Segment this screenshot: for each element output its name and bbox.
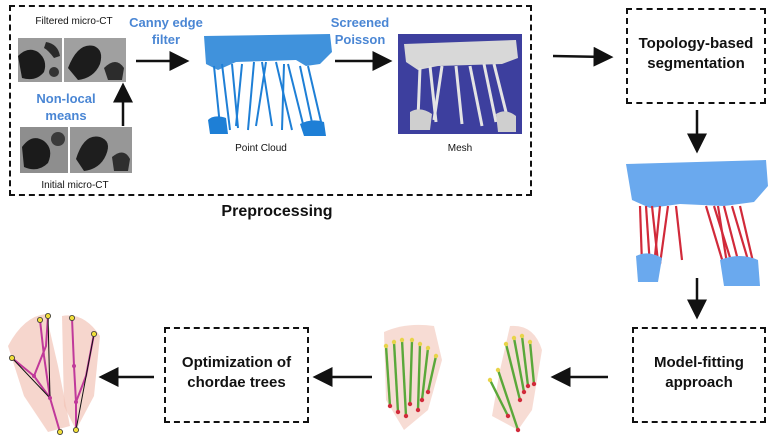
model-fitting-box: Model-fitting approach (632, 327, 766, 423)
ct-slice-graphic (20, 127, 68, 173)
point-cloud-graphic (204, 34, 332, 136)
canny-line2: filter (151, 32, 181, 47)
preprocessing-title: Preprocessing (221, 203, 333, 220)
filtered-microct-image-2 (64, 38, 126, 82)
canny-line1: Canny edge (129, 15, 203, 30)
mesh-render (398, 34, 522, 134)
filtered-microct-label: Filtered micro-CT (35, 16, 113, 27)
topology-line1: Topology-based (638, 35, 754, 52)
ct-slice-graphic (70, 127, 132, 173)
model-line1: Model-fitting (654, 354, 744, 371)
mesh-graphic (398, 34, 522, 134)
optim-line1: Optimization of (181, 354, 292, 371)
fitted-chordae-graphic-left (383, 324, 442, 430)
ct-slice-graphic (18, 38, 62, 82)
screened-poisson-label: Screened Poisson (320, 14, 400, 48)
topology-segmentation-box: Topology-based segmentation (626, 8, 766, 104)
nonlocal-means-label: Non-local means (28, 90, 104, 124)
optimization-box: Optimization of chordae trees (164, 327, 309, 423)
nonlocal-means-line2: means (45, 108, 87, 123)
model-line2: approach (665, 374, 733, 391)
screened-line2: Poisson (334, 32, 386, 47)
screened-line1: Screened (330, 15, 390, 30)
canny-edge-label: Canny edge filter (128, 14, 204, 48)
point-cloud-label: Point Cloud (235, 143, 287, 154)
fitted-chordae-graphic-right (487, 325, 542, 433)
optimized-chordae-tree-graphic (8, 313, 100, 436)
segmentation-graphic (626, 160, 768, 286)
optim-line2: chordae trees (187, 374, 286, 391)
initial-microct-image-2 (70, 127, 132, 173)
mesh-label: Mesh (447, 143, 473, 154)
filtered-microct-image-1 (18, 38, 62, 82)
topology-line2: segmentation (647, 55, 745, 72)
initial-microct-label: Initial micro-CT (41, 180, 109, 191)
ct-slice-graphic (64, 38, 126, 82)
nonlocal-means-line1: Non-local (36, 91, 96, 106)
initial-microct-image-1 (20, 127, 68, 173)
